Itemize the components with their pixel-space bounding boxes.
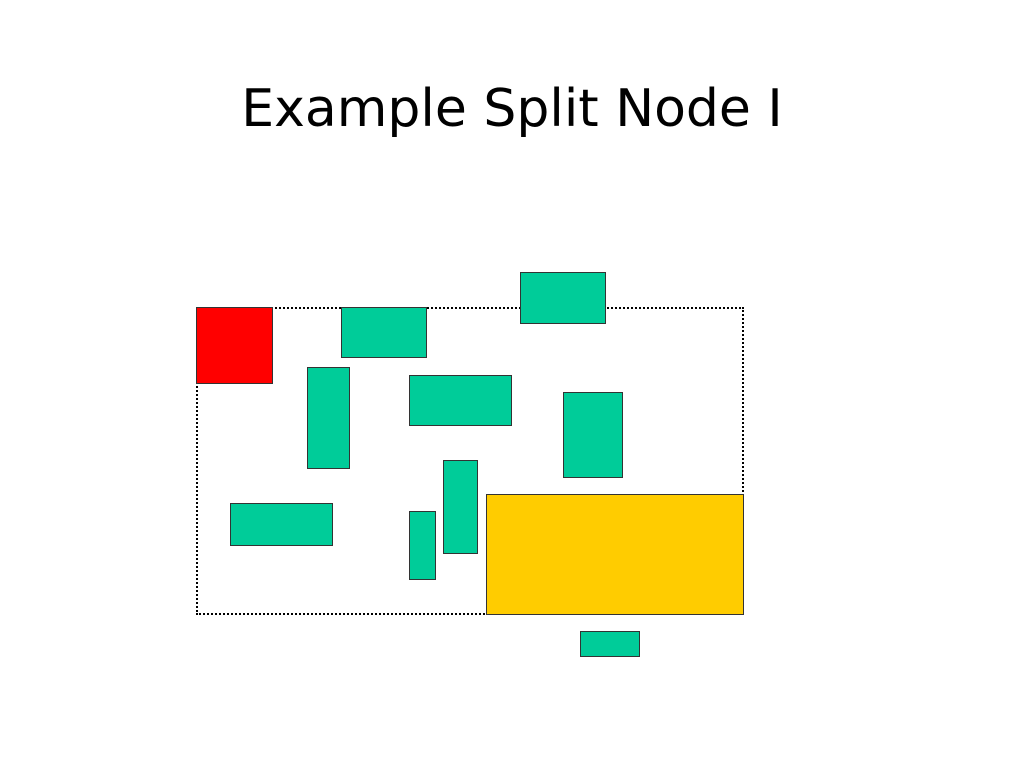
green-rectangle — [443, 460, 478, 554]
green-rectangle — [307, 367, 350, 469]
yellow-rectangle — [486, 494, 744, 615]
green-rectangle — [409, 375, 512, 426]
green-rectangle — [520, 272, 606, 324]
green-rectangle — [230, 503, 333, 546]
bounding-region — [196, 307, 744, 615]
green-rectangle — [580, 631, 640, 657]
green-rectangle — [341, 307, 427, 358]
green-rectangle — [563, 392, 623, 478]
red-rectangle — [196, 307, 273, 384]
slide-title: Example Split Node I — [241, 79, 783, 139]
green-rectangle — [409, 511, 436, 580]
